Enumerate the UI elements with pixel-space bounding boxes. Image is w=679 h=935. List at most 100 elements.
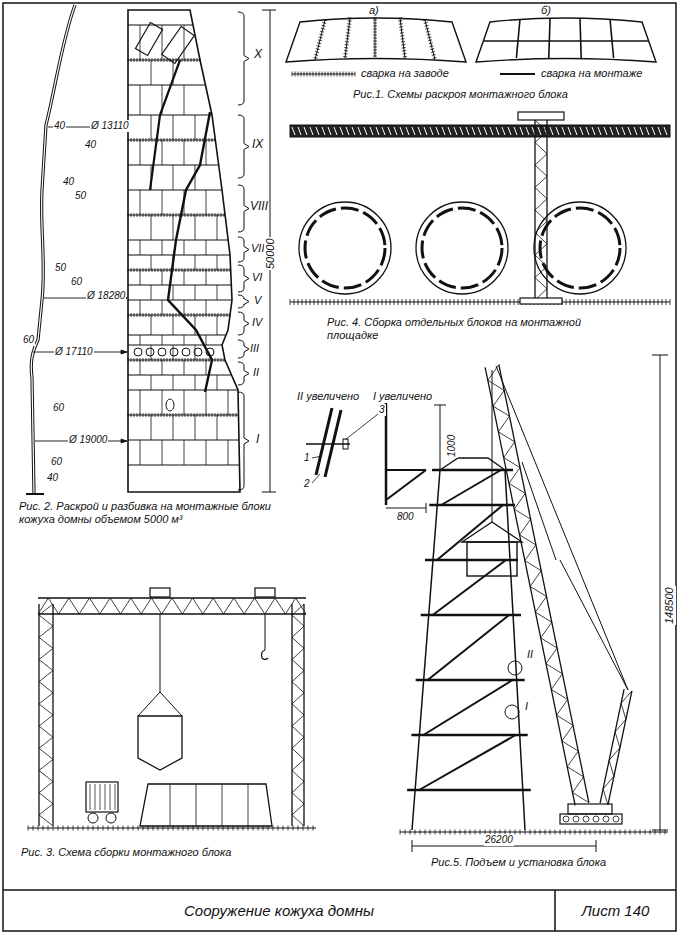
site-weld <box>549 19 550 58</box>
ground-rail <box>342 299 343 305</box>
factory-weld <box>158 58 159 62</box>
factory-weld <box>347 29 351 30</box>
factory-weld <box>230 268 231 272</box>
ground-line <box>198 826 199 831</box>
ground-rail <box>594 299 595 305</box>
drawing-label: 3 <box>378 404 386 416</box>
ground-rail <box>346 299 347 305</box>
factory-weld <box>128 313 129 317</box>
factory-weld <box>143 268 144 272</box>
factory-weld <box>399 26 403 27</box>
plate-seam <box>151 115 152 140</box>
beam-hatch <box>610 127 613 135</box>
tuyere-hole <box>170 348 178 356</box>
ground-line <box>580 830 581 835</box>
factory-weld <box>344 50 348 51</box>
factory-weld <box>152 138 153 142</box>
plate-seam <box>206 440 207 465</box>
factory-weld <box>426 31 430 33</box>
drawing-label: X <box>253 48 263 62</box>
ground-line <box>515 830 516 835</box>
factory-weld <box>318 39 322 41</box>
ground-line <box>405 830 406 835</box>
ground-line <box>575 830 576 835</box>
plate-seam <box>140 140 141 165</box>
overhead-beam <box>290 125 670 137</box>
plate-seam <box>151 345 152 360</box>
hanging-block <box>138 716 182 770</box>
factory-weld <box>215 213 216 217</box>
factory-weld <box>164 358 165 362</box>
drawing-label: 50 <box>54 262 67 274</box>
factory-weld <box>191 358 192 362</box>
hoist-rope <box>265 614 266 650</box>
ground-rail <box>310 299 311 305</box>
ground-line <box>585 830 586 835</box>
ground-rail <box>434 299 435 305</box>
factory-weld <box>373 50 377 51</box>
ground-line <box>153 826 154 831</box>
site-weld <box>484 40 649 42</box>
factory-weld <box>373 17 377 18</box>
legend-text: сварка на монтаже <box>540 67 643 79</box>
ground-line <box>313 826 314 831</box>
cart-plate <box>100 784 101 810</box>
ground-line <box>208 826 209 831</box>
ground-line <box>445 830 446 835</box>
factory-weld <box>134 213 135 217</box>
beam-hatch <box>628 127 631 135</box>
factory-weld <box>230 313 231 317</box>
factory-weld <box>194 138 195 142</box>
plate-seam <box>206 300 207 315</box>
plate-seam <box>151 375 152 390</box>
ground-line <box>183 826 184 831</box>
factory-weld <box>209 268 210 272</box>
beam-hatch <box>328 127 331 135</box>
factory-weld <box>197 358 198 362</box>
factory-weld <box>143 413 144 417</box>
factory-weld <box>158 413 159 417</box>
section-bracket <box>238 185 249 232</box>
factory-weld <box>194 413 195 417</box>
ground-line <box>173 826 174 831</box>
ground-rail <box>638 299 639 305</box>
factory-weld <box>227 313 228 317</box>
factory-weld <box>134 58 135 62</box>
factory-weld <box>158 268 159 272</box>
factory-weld <box>137 268 138 272</box>
factory-weld <box>191 413 192 417</box>
factory-weld <box>149 358 150 362</box>
drawing-label: 60 <box>52 402 65 414</box>
beam-hatch <box>604 127 607 135</box>
ground-line <box>288 826 289 831</box>
tuyere-hole <box>194 348 202 356</box>
tuyere-hole <box>158 348 166 356</box>
ground-rail <box>670 299 671 305</box>
factory-weld <box>152 313 153 317</box>
track-roller <box>603 816 609 822</box>
beam-hatch <box>424 127 427 135</box>
factory-weld <box>149 413 150 417</box>
legend-sample-factory <box>304 72 305 77</box>
factory-weld <box>176 313 177 317</box>
plate-seam <box>140 390 141 415</box>
ground-rail <box>378 299 379 305</box>
plate-seam <box>151 285 152 300</box>
block-pattern-b <box>476 18 656 62</box>
ground-line <box>535 830 536 835</box>
ground-rail <box>610 299 611 305</box>
factory-weld <box>188 138 189 142</box>
drawing-label: а) <box>368 4 380 17</box>
dimension-line <box>412 840 413 852</box>
block-seam <box>128 115 212 116</box>
factory-weld <box>143 313 144 317</box>
plate-seam <box>228 390 229 415</box>
ground-line <box>620 830 621 835</box>
factory-weld <box>191 213 192 217</box>
factory-weld <box>373 47 377 48</box>
factory-weld <box>176 358 177 362</box>
cart-plate <box>110 784 111 810</box>
beam-hatch <box>586 127 589 135</box>
plate-seam <box>140 360 141 375</box>
factory-weld <box>179 413 180 417</box>
